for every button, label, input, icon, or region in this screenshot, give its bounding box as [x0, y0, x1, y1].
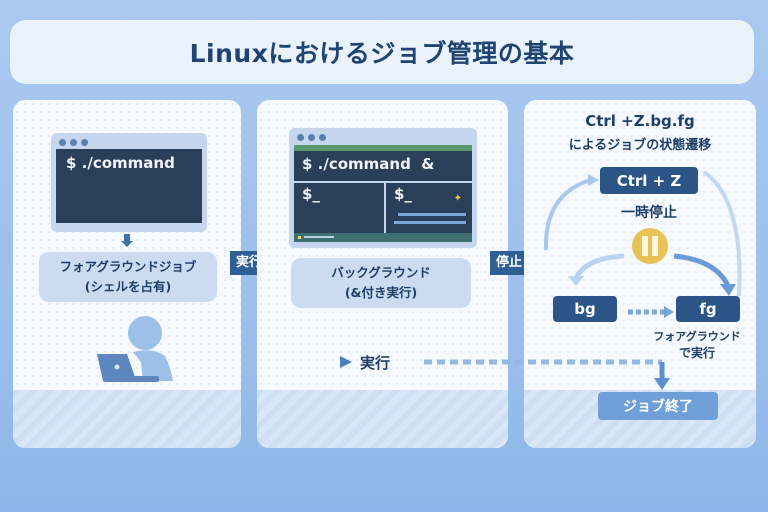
down-arrow-icon: [124, 234, 130, 242]
page-title: Linuxにおけるジョブ管理の基本: [189, 39, 575, 68]
job-end-label: ジョブ終了: [623, 399, 693, 415]
pause-bar-right: [652, 236, 658, 256]
pause-icon: [632, 228, 668, 264]
fg-caption-line1: フォアグラウンド: [653, 330, 741, 343]
cycle-arrow-right: [702, 170, 742, 297]
foreground-label-line2: (シェルを占有): [84, 279, 172, 294]
fg-label: fg: [699, 300, 717, 318]
foreground-label-line1: フォアグラウンドジョブ: [59, 259, 197, 274]
stop-arrow-label: 停止: [490, 251, 529, 275]
background-job-label: バックグラウンド (&付き実行): [291, 258, 471, 308]
window-dots-icon: [297, 134, 326, 141]
bg-command: bg: [553, 296, 617, 322]
pause-to-fg-head: [720, 284, 736, 296]
transition-cycle-arrows: [543, 170, 742, 318]
terminal-window: $ ./command: [51, 133, 207, 232]
status-line: [304, 236, 334, 238]
ctrl-z-key: Ctrl + Z: [600, 167, 698, 194]
terminal-command-bg: $ ./command &: [302, 155, 435, 173]
user-head: [128, 316, 162, 350]
job-end-badge: ジョブ終了: [598, 392, 718, 420]
prompt-right: $_: [394, 185, 412, 203]
pause-label: 一時停止: [621, 205, 677, 221]
bg-to-fg-head: [664, 306, 674, 318]
transition-heading-line1: Ctrl +Z.bg.fg: [585, 112, 695, 130]
transition-heading-line2: によるジョブの状態遷移: [568, 138, 712, 153]
pause-to-bg-head: [568, 276, 584, 286]
window-dots-icon: [59, 139, 88, 146]
terminal-command: $ ./command: [66, 154, 175, 172]
title-banner: Linuxにおけるジョブ管理の基本: [10, 20, 754, 84]
background-label-line1: バックグラウンド: [331, 265, 431, 280]
panel-foreground: $ ./command フォアグラウンドジョブ (シェルを占有): [13, 100, 241, 448]
user-body: [133, 350, 173, 381]
panel-background: $ ./command & $_ $_ ✦ バックグラウンド (&付き実行) 実…: [257, 100, 508, 448]
progress-lines-2: [394, 221, 466, 224]
laptop-dot: [114, 364, 120, 370]
terminal-top-bar: [294, 145, 472, 151]
terminal-left-pane: $_: [294, 183, 384, 233]
cycle-arrow-left: [543, 178, 591, 251]
user-laptop-icon: [97, 316, 173, 382]
run-label-bottom: 実行: [359, 354, 390, 372]
panel-transition: Ctrl +Z.bg.fg によるジョブの状態遷移 Ctrl + Z 一時停止 …: [524, 100, 756, 448]
foreground-job-label: フォアグラウンドジョブ (シェルを占有): [39, 252, 217, 302]
prompt-left: $_: [302, 185, 320, 203]
pause-to-bg-arrow: [573, 253, 625, 280]
terminal-top-pane: $ ./command &: [294, 151, 472, 181]
terminal-right-pane: $_ ✦: [386, 183, 472, 233]
ctrl-z-label: Ctrl + Z: [616, 171, 682, 190]
laptop-base: [103, 376, 159, 382]
bg-label: bg: [574, 300, 596, 318]
down-arrow-head: [121, 241, 133, 247]
progress-lines: [398, 213, 466, 216]
fg-command: fg: [676, 296, 740, 322]
cycle-arrow-left-head: [588, 174, 599, 186]
background-label-line2: (&付き実行): [344, 285, 418, 300]
fg-caption-line2: で実行: [678, 346, 715, 360]
terminal-screen: $ ./command: [56, 149, 202, 223]
terminal-status-bar: [294, 233, 472, 242]
pause-bar-left: [642, 236, 648, 256]
sparkle-icon: ✦: [453, 193, 462, 204]
terminal-window-split: $ ./command & $_ $_ ✦: [289, 128, 477, 248]
status-indicator: [298, 236, 301, 239]
pause-to-fg-arrow: [673, 253, 731, 288]
